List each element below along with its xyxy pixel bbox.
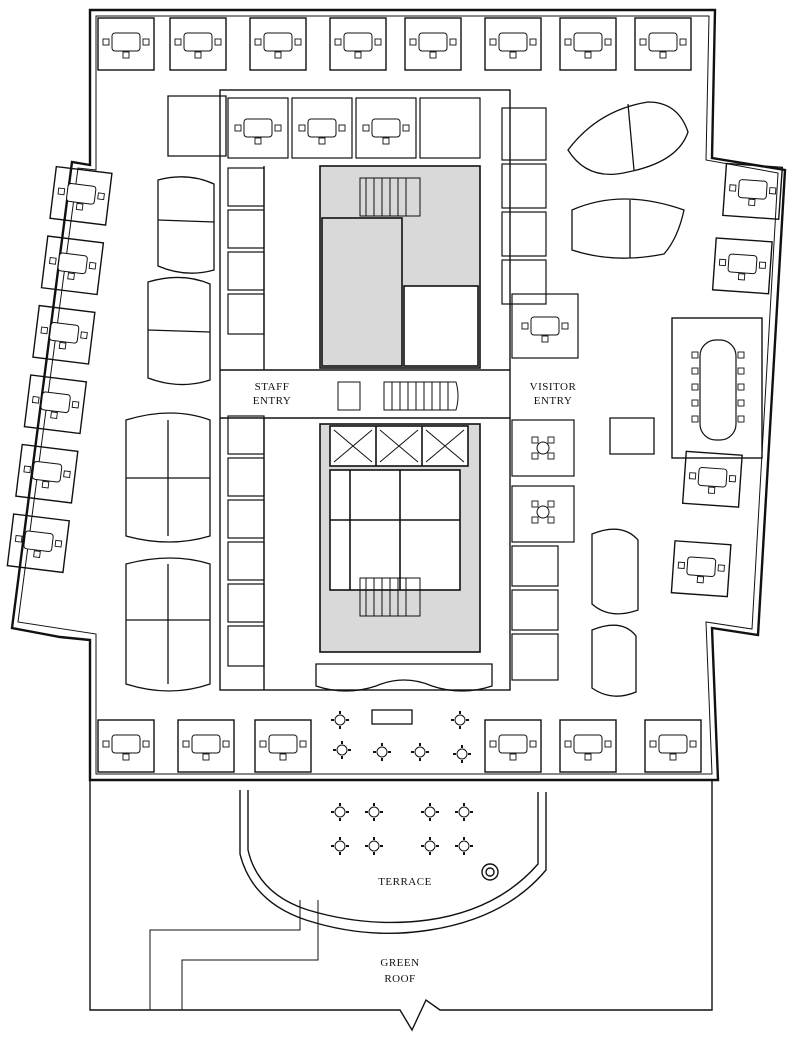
terrace <box>239 790 547 935</box>
building-core <box>319 165 481 653</box>
green-roof-label-line1: GREEN <box>380 957 419 969</box>
visitor-entry-label-line2: ENTRY <box>534 395 573 407</box>
building-outline <box>10 8 787 782</box>
conference-room <box>671 317 763 459</box>
visitor-entry-label-line1: VISITOR <box>530 381 577 393</box>
core-side-offices <box>227 97 579 681</box>
left-workstation-pods <box>125 95 227 692</box>
left-wing-offices <box>7 167 112 573</box>
cafe-tables <box>330 710 474 856</box>
staff-entry-label-line1: STAFF <box>255 381 290 393</box>
terrace-label: TERRACE <box>378 876 432 888</box>
green-roof-label-line2: ROOF <box>384 973 415 985</box>
cafe-counter <box>315 663 493 725</box>
central-stair <box>337 381 459 411</box>
top-offices <box>98 18 691 70</box>
green-roof <box>89 780 713 1032</box>
area-labels: STAFF ENTRY VISITOR ENTRY TERRACE GREEN … <box>253 381 577 985</box>
interior-walls <box>219 89 511 691</box>
staff-entry-label-line2: ENTRY <box>253 395 292 407</box>
bottom-offices <box>98 720 701 772</box>
right-workstation-pods <box>567 101 689 697</box>
